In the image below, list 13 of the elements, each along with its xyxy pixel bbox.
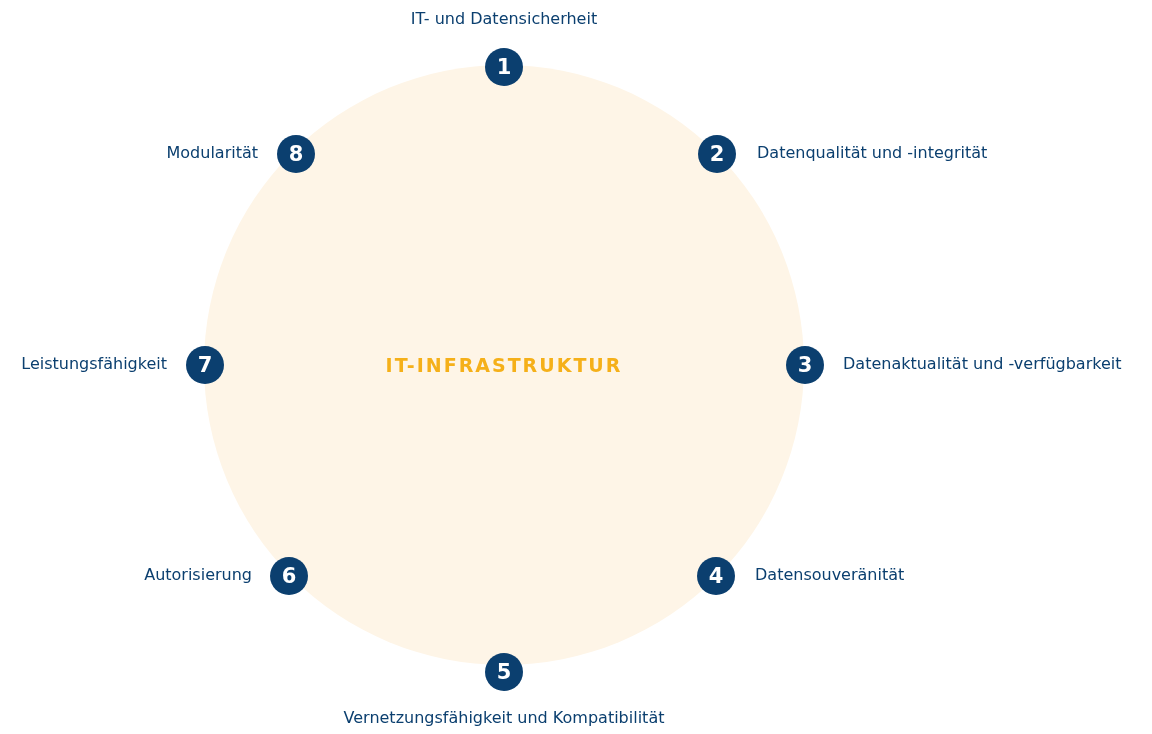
number-badge: 7 xyxy=(186,346,224,384)
item-label: Leistungsfähigkeit xyxy=(21,354,167,373)
item-label: Vernetzungsfähigkeit und Kompatibilität xyxy=(343,708,665,727)
item-label: Datenqualität und -integrität xyxy=(757,143,988,162)
item-label: Autorisierung xyxy=(144,565,252,584)
center-title: IT-INFRASTRUKTUR xyxy=(385,354,623,376)
item-label: Datenaktualität und -verfügbarkeit xyxy=(843,354,1122,373)
item-label: IT- und Datensicherheit xyxy=(410,9,598,28)
number-badge: 1 xyxy=(485,48,523,86)
item-label: Datensouveränität xyxy=(755,565,905,584)
number-badge: 3 xyxy=(786,346,824,384)
number-badge: 5 xyxy=(485,653,523,691)
item-label: Modularität xyxy=(166,143,258,162)
